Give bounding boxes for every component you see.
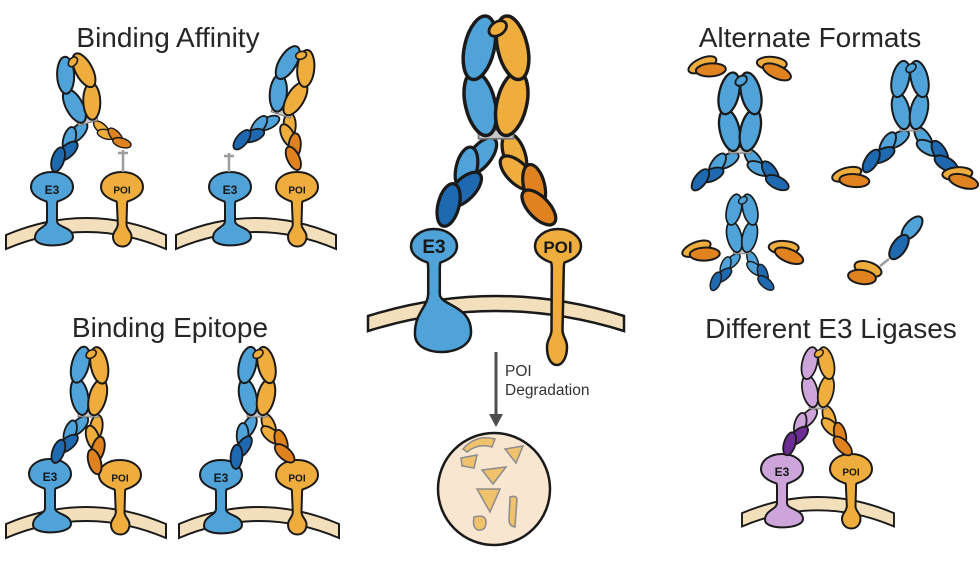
e3-receptor bbox=[28, 458, 72, 534]
panel-different-e3-ligases: Different E3 Ligases bbox=[705, 313, 957, 530]
fab-arm bbox=[737, 246, 781, 297]
cell-membrane bbox=[178, 506, 340, 539]
panel-alternate-formats: Alternate Formats bbox=[678, 22, 980, 297]
antibody-fc-region bbox=[722, 191, 762, 255]
anti-e3-fab-arm bbox=[773, 399, 824, 463]
epitope-variant-side bbox=[5, 343, 167, 539]
e3-receptor-label: E3 bbox=[422, 237, 445, 258]
e3-receptor bbox=[760, 453, 804, 529]
anti-poi-scfv bbox=[683, 49, 730, 86]
anti-poi-fab bbox=[763, 234, 809, 269]
central-mechanism: E3 POI POI Degradation bbox=[366, 11, 626, 547]
cell-membrane bbox=[5, 506, 167, 539]
degradation-label-line2: Degradation bbox=[505, 382, 589, 399]
bispecific-antibody bbox=[420, 11, 572, 239]
antibody-fc-region bbox=[887, 58, 933, 132]
anti-poi-fab-arm bbox=[250, 407, 304, 471]
e3-receptor bbox=[30, 171, 74, 247]
cell-membrane bbox=[5, 217, 167, 250]
cell-membrane bbox=[366, 294, 626, 333]
poi-receptor: POI bbox=[533, 227, 583, 367]
anti-poi-fab-arm bbox=[86, 115, 137, 156]
panel-title-binding-affinity: Binding Affinity bbox=[76, 22, 259, 53]
degraded-poi-fragments bbox=[460, 437, 525, 531]
poi-receptor-label: POI bbox=[543, 238, 572, 257]
weak-binding-linker bbox=[118, 150, 128, 172]
e3-receptor bbox=[208, 171, 252, 247]
lysosome bbox=[436, 431, 552, 547]
poi-degradation-arrow bbox=[489, 352, 503, 427]
format-fab-tip-scfv bbox=[828, 58, 980, 194]
antibody-fc-region bbox=[258, 38, 325, 123]
degradation-label-line1: POI bbox=[505, 363, 532, 380]
alternate-e3-ligase-figure bbox=[741, 344, 895, 530]
panel-binding-epitope: Binding Epitope bbox=[5, 312, 340, 539]
format-side-appended-fab bbox=[678, 191, 809, 297]
antibody-fc-region bbox=[455, 11, 537, 141]
epitope-variant-top bbox=[178, 344, 340, 539]
antibody-fc-region bbox=[713, 69, 767, 155]
e3-receptor: E3 bbox=[409, 227, 473, 354]
antibody-fc-region bbox=[47, 46, 111, 130]
antibody-fc-region bbox=[65, 343, 114, 419]
anti-e3-fab-arm bbox=[420, 123, 510, 239]
panel-title-alternate-formats: Alternate Formats bbox=[699, 22, 922, 53]
format-tandem-scfv bbox=[847, 215, 924, 286]
affinity-variant-strong-e3 bbox=[5, 46, 167, 250]
panel-binding-affinity: Binding Affinity bbox=[5, 22, 337, 250]
cell-membrane bbox=[175, 217, 337, 250]
anti-poi-fab-arm bbox=[811, 400, 861, 463]
anti-poi-scfv bbox=[751, 49, 798, 86]
anti-poi-fab bbox=[678, 234, 724, 269]
antibody-fc-region bbox=[234, 344, 280, 418]
e3-receptor bbox=[199, 459, 243, 535]
format-fc-appended-scfv bbox=[682, 49, 798, 200]
panel-title-different-e3-ligases: Different E3 Ligases bbox=[705, 313, 957, 344]
scfv-linker bbox=[879, 258, 890, 267]
weak-binding-linker bbox=[224, 153, 234, 172]
antibody-fc-region bbox=[797, 344, 839, 410]
affinity-variant-strong-poi bbox=[175, 38, 337, 250]
panel-title-binding-epitope: Binding Epitope bbox=[72, 312, 268, 343]
